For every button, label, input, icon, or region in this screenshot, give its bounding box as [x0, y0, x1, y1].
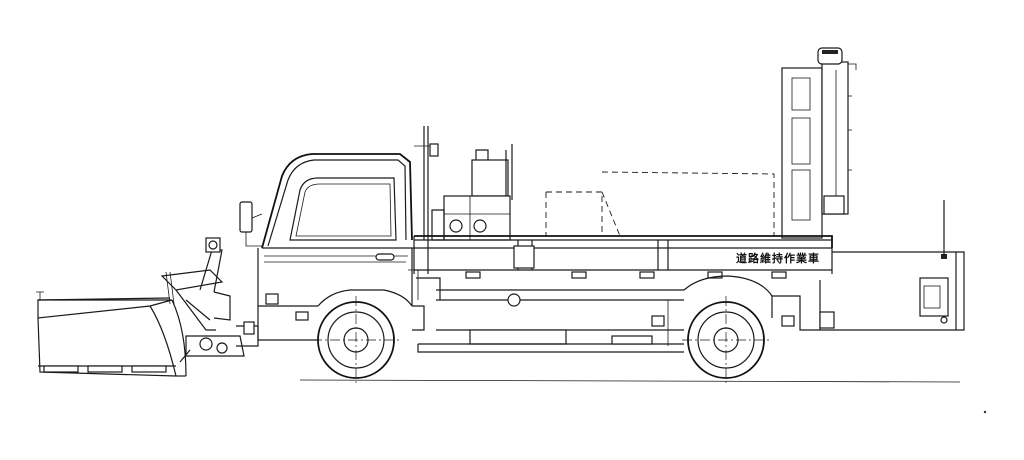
cargo-box-dashed — [545, 171, 775, 237]
flatbed-body — [413, 235, 833, 279]
auxiliary-engine — [431, 144, 513, 241]
rear-attenuator — [832, 200, 965, 331]
truck-cab — [239, 153, 419, 341]
body-side-label: 道路維持作業車 — [736, 251, 820, 265]
rear-wheel — [682, 296, 770, 384]
ground-line — [299, 379, 961, 383]
marker-dot — [983, 410, 987, 414]
arrow-board — [781, 47, 857, 239]
front-wheel — [312, 296, 400, 384]
snow-plow — [36, 237, 259, 377]
chassis-frame — [412, 275, 835, 353]
beacon-pole — [414, 126, 439, 240]
